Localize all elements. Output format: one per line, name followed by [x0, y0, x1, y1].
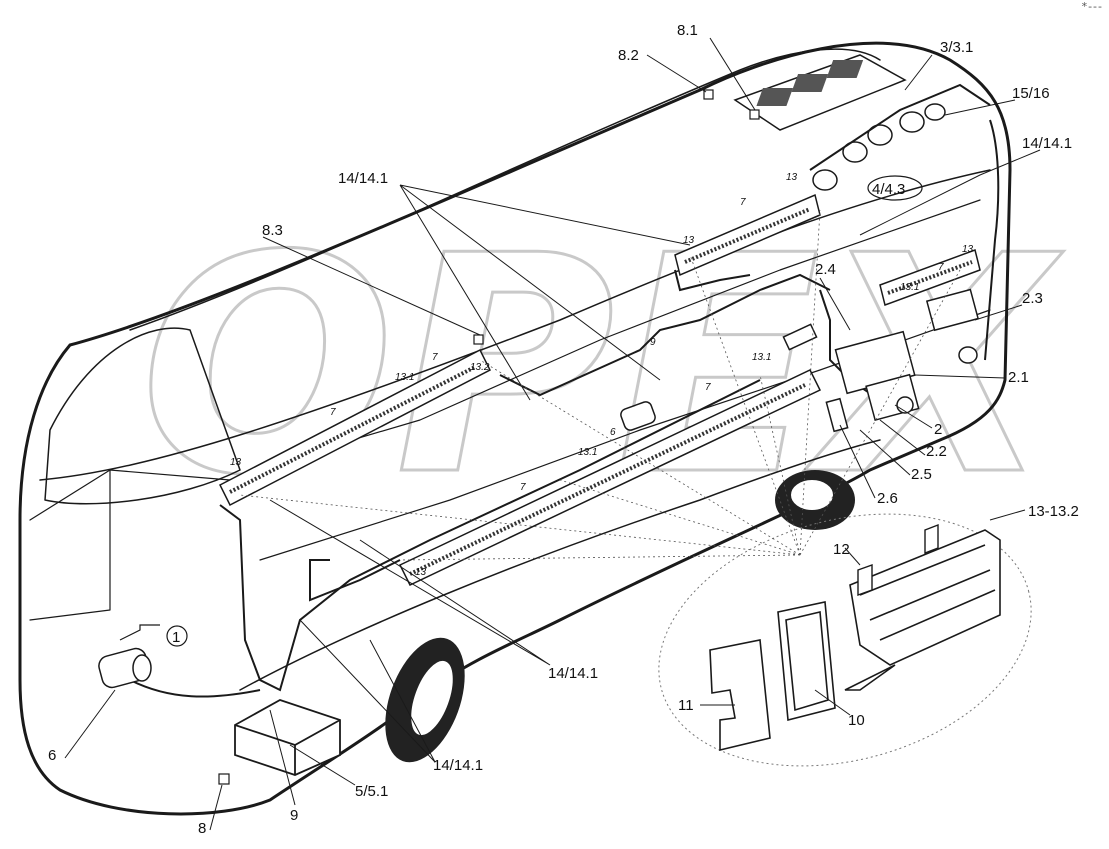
duct-label: 13	[683, 235, 695, 246]
panel-10	[777, 601, 836, 722]
callout-label: 8	[198, 820, 206, 837]
duct-label: 9	[650, 337, 656, 348]
pipe-roof-run	[499, 273, 831, 397]
skirt-line	[239, 439, 881, 691]
duct-label: 7	[938, 262, 944, 273]
duct-label: 13	[230, 457, 242, 468]
duct-label: 7	[740, 197, 746, 208]
callout-label: 15/16	[1012, 85, 1050, 102]
duct-label: 7	[705, 382, 711, 393]
callout-label: 4/4.3	[872, 181, 905, 198]
bus-body	[18, 41, 1012, 816]
front-face	[29, 469, 231, 621]
duct-label: 13.1	[752, 352, 771, 363]
duct-right-rear	[879, 249, 981, 306]
duct-label: 7	[432, 352, 438, 363]
callout-label: 2.4	[815, 261, 836, 278]
compressor-group	[812, 103, 946, 191]
duct-labels: 13 7 13.1 7 13.2 13 7 13 13 7 13.1 7 13.…	[230, 172, 974, 578]
roof-ac-unit	[733, 54, 907, 131]
exploded-parts-inset	[658, 513, 1032, 767]
callout-label: 10	[848, 712, 865, 729]
callout-label: 2.1	[1008, 369, 1029, 386]
front-heater	[98, 647, 152, 689]
box-5	[234, 699, 341, 776]
interior-heater-6	[620, 323, 818, 431]
duct-section-13	[844, 529, 1001, 691]
panel-11	[709, 639, 771, 752]
pipe-heater-front	[129, 679, 261, 698]
callout-label: 12	[833, 541, 850, 558]
wheels	[385, 470, 855, 763]
callout-label: 14/14.1	[548, 665, 598, 682]
duct-label: 13	[415, 567, 427, 578]
callout-label: 3/3.1	[940, 39, 973, 56]
duct-label: 7	[330, 407, 336, 418]
duct-label: 13	[786, 172, 798, 183]
callout-label: 6	[48, 747, 56, 764]
callout-label: 9	[290, 807, 298, 824]
callout-label: 8.2	[618, 47, 639, 64]
pipe-main-center	[309, 559, 401, 602]
side-window-frame	[249, 199, 981, 471]
duct-left-front	[218, 348, 492, 507]
duct-label: 13.2	[470, 362, 490, 373]
pipe-upper-left	[674, 269, 751, 292]
corner-mark: *---	[1081, 0, 1103, 13]
sensor-markers	[218, 89, 760, 785]
duct-label: 13.1	[578, 447, 597, 458]
leader-lines	[64, 37, 1041, 831]
zone-marker-4: 4/4.3	[867, 175, 923, 201]
callout-label: 1	[172, 629, 180, 646]
duct-label: 7	[520, 482, 526, 493]
callout-label: 2.2	[926, 443, 947, 460]
dotted-fan-lines	[239, 209, 961, 561]
callout-label: 8.1	[677, 22, 698, 39]
pipe-roof-rear	[809, 83, 991, 171]
callout-label: 14/14.1	[338, 170, 388, 187]
roof-seam	[129, 48, 881, 331]
rear-wheel	[775, 470, 855, 530]
callout-label: 14/14.1	[1022, 135, 1072, 152]
duct-label: 6	[610, 427, 616, 438]
bus-outline	[18, 41, 1012, 816]
callout-label: 2.3	[1022, 290, 1043, 307]
callout-label: 13-13.2	[1028, 503, 1079, 520]
callout-labels: 8.1 8.2 3/3.1 15/16 14/14.1 14/14.1 8.3 …	[48, 22, 1079, 837]
callout-label: 2.6	[877, 490, 898, 507]
duct-label: 13	[962, 244, 974, 255]
duct-label: 13.1	[900, 282, 919, 293]
pipe-rear-vertical	[984, 119, 1000, 361]
duct-label: 13.1	[395, 372, 414, 383]
pipe-main-left	[219, 379, 761, 692]
callout-label: 14/14.1	[433, 757, 483, 774]
window-line	[39, 169, 991, 481]
callout-label: 2.5	[911, 466, 932, 483]
zone-marker-1: 1	[119, 624, 188, 647]
callout-label: 8.3	[262, 222, 283, 239]
end-cap-12	[857, 523, 939, 596]
callout-label: 2	[934, 421, 942, 438]
duct-right-front	[398, 369, 822, 586]
callout-label: 11	[678, 697, 694, 714]
callout-label: 5/5.1	[355, 783, 388, 800]
windshield	[44, 327, 241, 505]
